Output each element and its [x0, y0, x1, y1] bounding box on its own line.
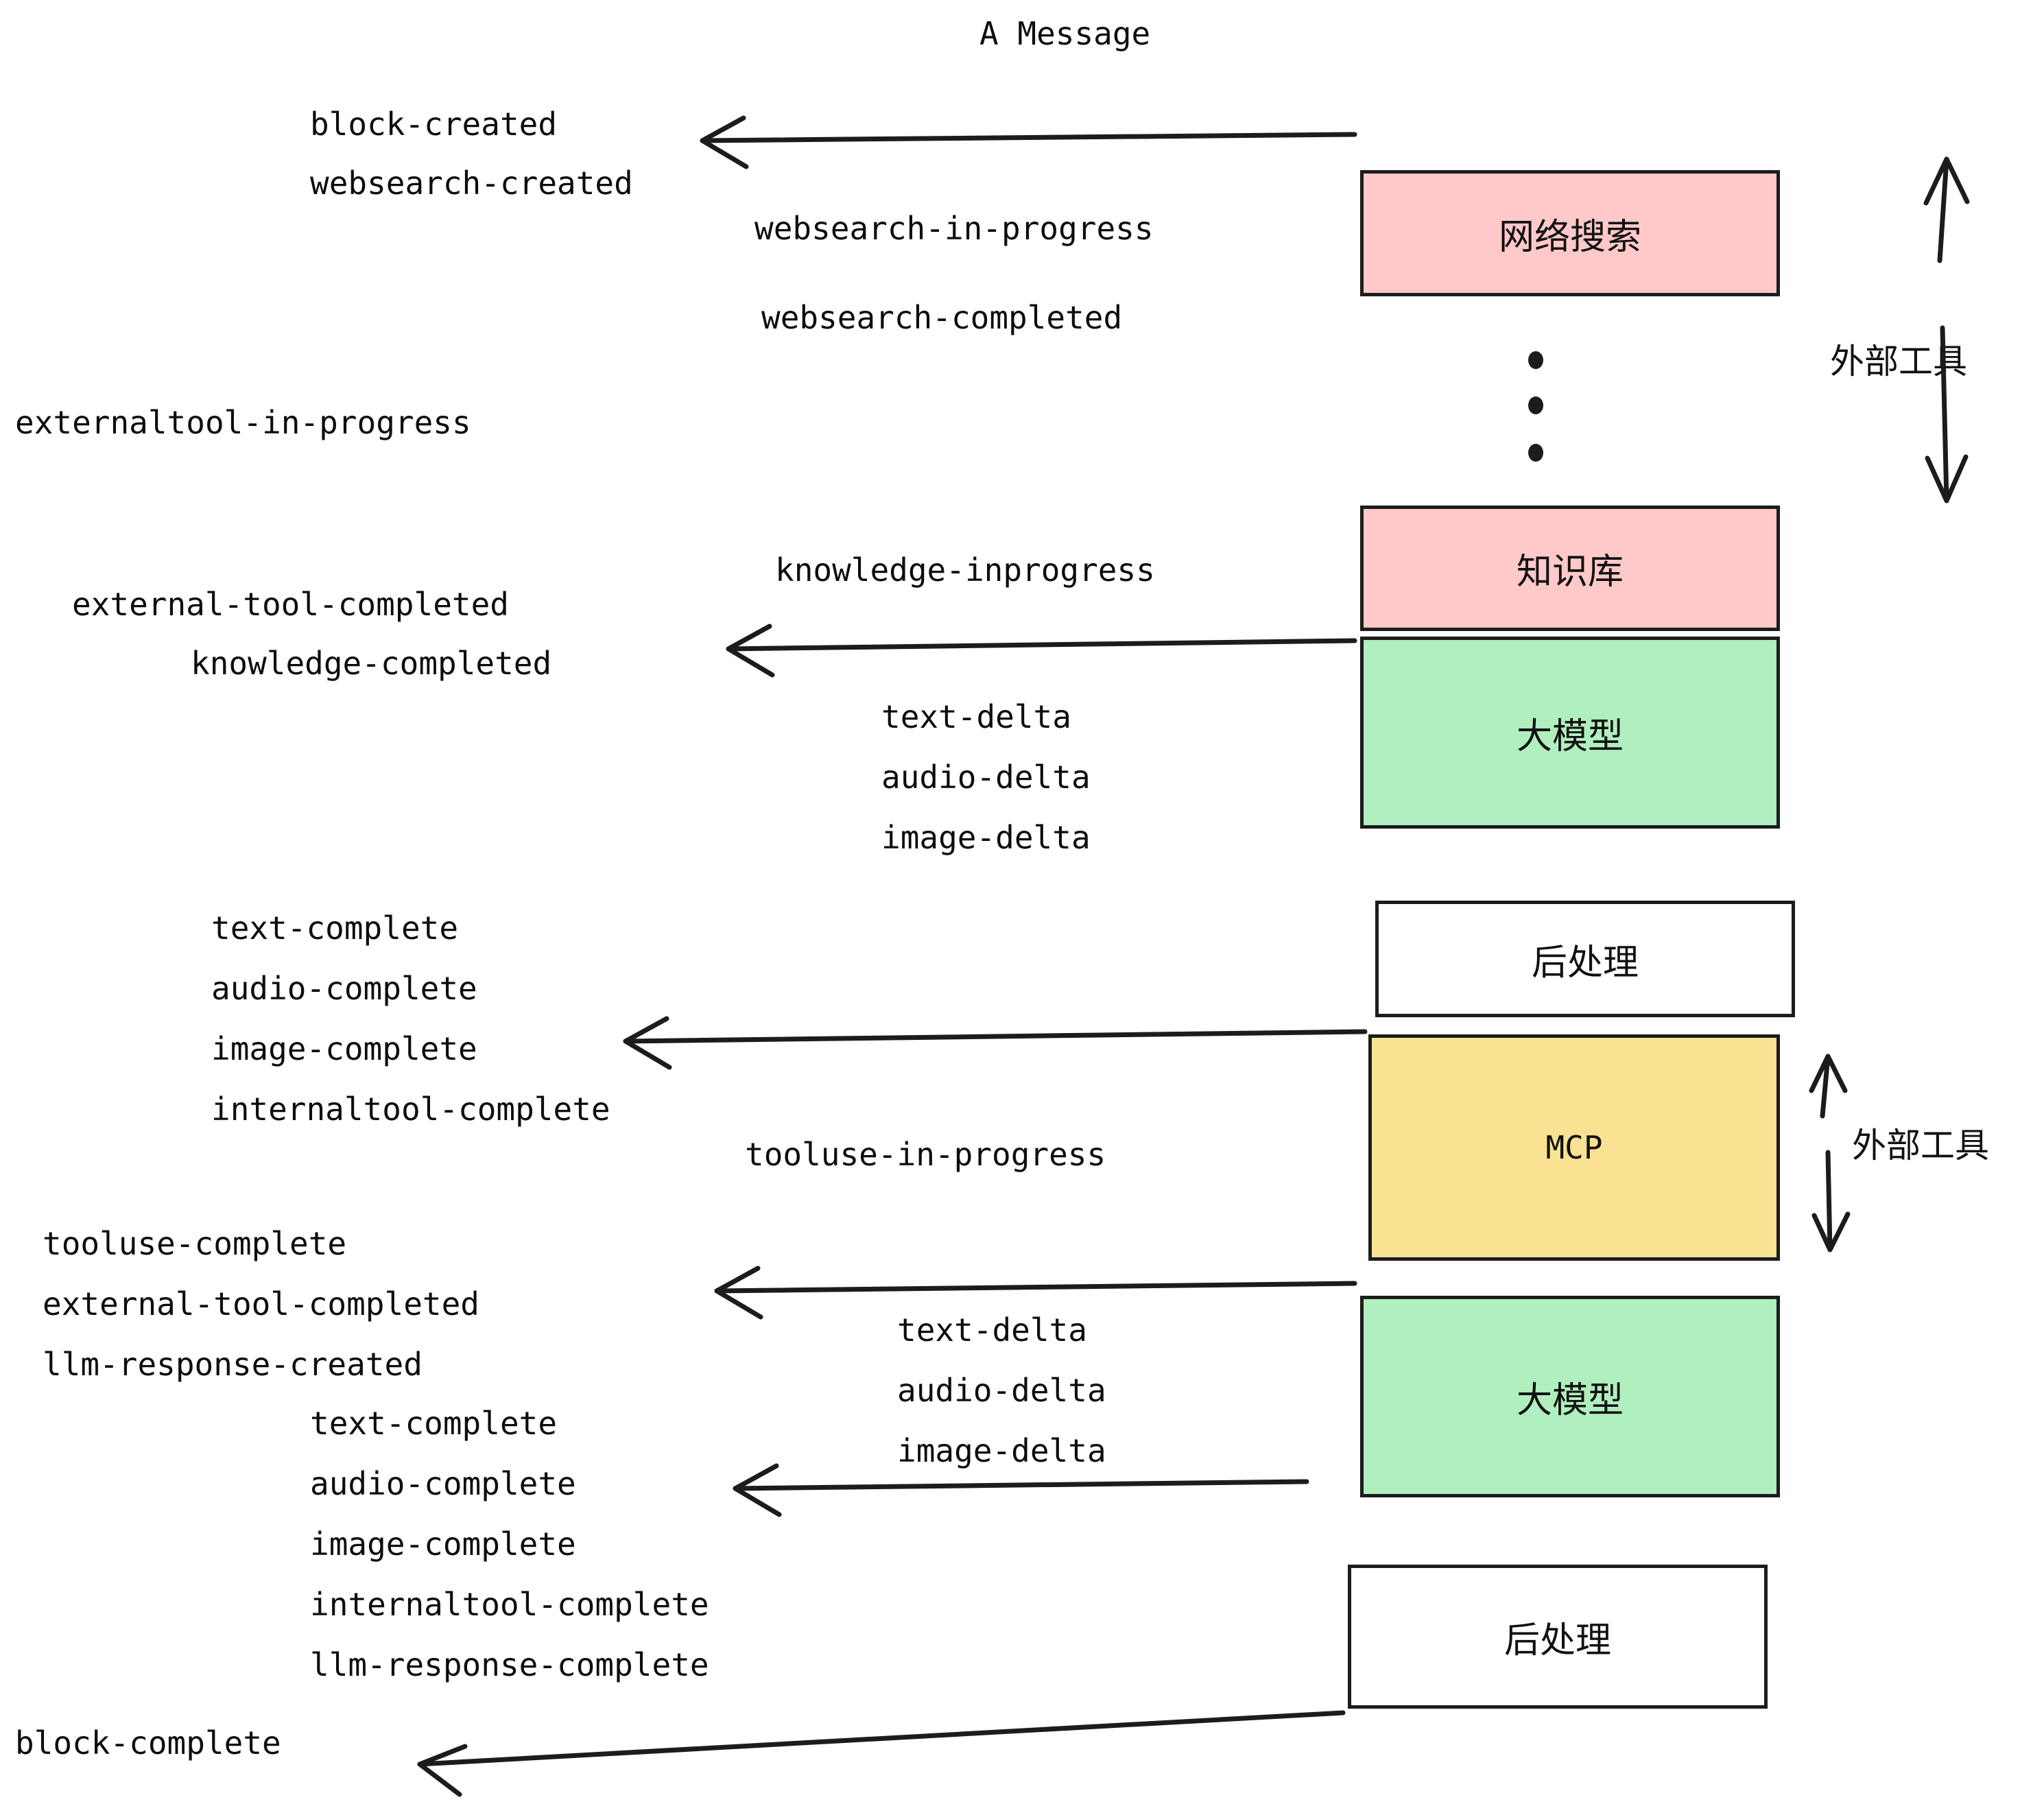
box-postprocess-bottom[interactable]: 后处理 — [1348, 1565, 1768, 1709]
arrow-llm-bottom-to-tooluse-complete — [714, 1266, 1357, 1320]
box-knowledge[interactable]: 知识库 — [1360, 506, 1780, 631]
arrow-postprocess-bottom-to-block-complete — [417, 1710, 1346, 1797]
box-llm-bottom-label: 大模型 — [1516, 1379, 1624, 1421]
event-label-image-delta-2: image-delta — [897, 1432, 1106, 1469]
event-label-internaltool-complete-2: internaltool-complete — [310, 1586, 709, 1623]
event-label-block-created: block-created — [310, 106, 558, 143]
page-title: A Message — [979, 15, 1151, 52]
event-label-websearch-completed: websearch-completed — [761, 299, 1123, 336]
arrow-external-tools-bottom-up — [1809, 1054, 1848, 1119]
box-postprocess-top-label: 后处理 — [1531, 942, 1639, 984]
event-label-text-complete-2: text-complete — [310, 1405, 558, 1442]
ellipsis-dot — [1528, 396, 1543, 414]
event-label-image-delta-1: image-delta — [881, 819, 1091, 856]
box-mcp-label: MCP — [1545, 1129, 1603, 1166]
group-label-external-tools-bottom: 外部工具 — [1852, 1126, 1989, 1165]
box-websearch-label: 网络搜索 — [1498, 216, 1641, 258]
event-label-block-complete: block-complete — [15, 1724, 281, 1761]
ellipsis-dot — [1528, 351, 1543, 369]
box-knowledge-label: 知识库 — [1516, 551, 1624, 593]
event-label-websearch-created: websearch-created — [310, 165, 633, 202]
event-label-llm-response-created: llm-response-created — [43, 1346, 423, 1383]
event-label-websearch-in-progress: websearch-in-progress — [754, 210, 1154, 247]
box-postprocess-bottom-label: 后处理 — [1504, 1619, 1611, 1661]
event-label-externaltool-in-progress: externaltool-in-progress — [15, 404, 471, 441]
arrow-mcp-to-image-complete — [623, 1016, 1368, 1070]
arrow-websearch-to-block-created — [700, 115, 1357, 169]
box-llm-top[interactable]: 大模型 — [1360, 637, 1780, 829]
arrow-llm-to-knowledge-completed — [726, 624, 1357, 678]
group-label-external-tools-top: 外部工具 — [1830, 342, 1967, 381]
ellipsis-dot — [1528, 444, 1543, 462]
box-mcp[interactable]: MCP — [1368, 1034, 1780, 1261]
box-websearch[interactable]: 网络搜索 — [1360, 170, 1780, 296]
event-label-text-delta-1: text-delta — [881, 698, 1071, 735]
event-label-text-delta-2: text-delta — [897, 1312, 1087, 1349]
event-label-llm-response-complete: llm-response-complete — [310, 1646, 709, 1683]
event-label-external-tool-completed: external-tool-completed — [72, 586, 509, 623]
event-label-image-complete-2: image-complete — [310, 1526, 576, 1563]
event-label-audio-complete-2: audio-complete — [310, 1465, 576, 1502]
event-label-knowledge-inprogress: knowledge-inprogress — [775, 551, 1155, 589]
event-label-tooluse-complete: tooluse-complete — [43, 1225, 347, 1262]
event-label-internaltool-complete-1: internaltool-complete — [211, 1091, 610, 1128]
event-label-knowledge-completed: knowledge-completed — [191, 645, 552, 682]
arrow-external-tools-top-up — [1923, 156, 1970, 263]
event-label-audio-delta-1: audio-delta — [881, 759, 1091, 796]
event-label-audio-complete-1: audio-complete — [211, 970, 477, 1007]
box-postprocess-top[interactable]: 后处理 — [1375, 901, 1795, 1017]
box-llm-top-label: 大模型 — [1516, 715, 1624, 757]
event-label-tooluse-in-progress: tooluse-in-progress — [745, 1136, 1106, 1173]
event-label-external-tool-completed-2: external-tool-completed — [43, 1285, 479, 1322]
box-llm-bottom[interactable]: 大模型 — [1360, 1296, 1780, 1497]
arrow-postprocess-to-audio-complete — [733, 1463, 1309, 1517]
arrow-external-tools-bottom-down — [1811, 1150, 1851, 1253]
event-label-audio-delta-2: audio-delta — [897, 1372, 1106, 1409]
event-label-image-complete-1: image-complete — [211, 1030, 477, 1067]
event-label-text-complete-1: text-complete — [211, 910, 459, 947]
